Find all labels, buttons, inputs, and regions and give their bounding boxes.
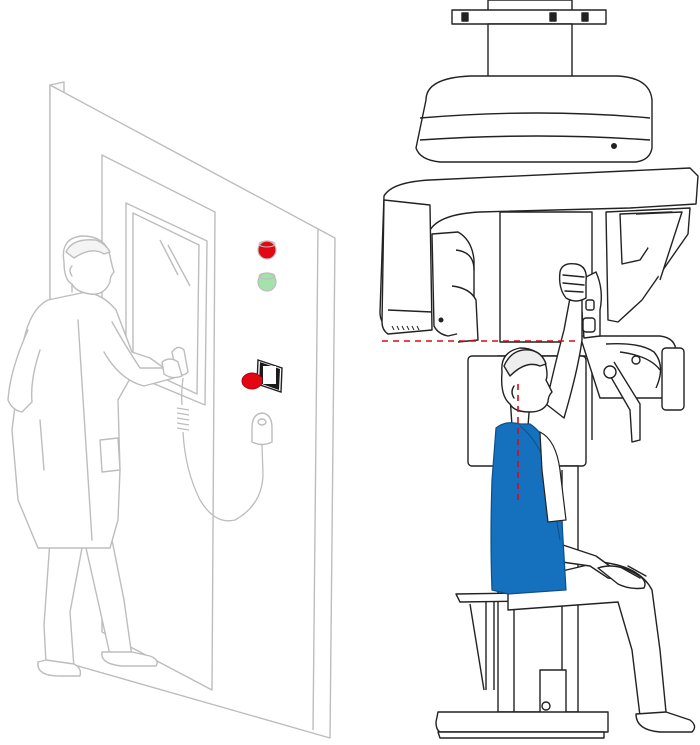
green-indicator-lamp-icon [258, 273, 276, 291]
head-positioner [580, 336, 684, 442]
machine-base [436, 712, 608, 738]
rotating-head-housing [416, 76, 652, 162]
remote-holder-icon [252, 413, 272, 445]
wall-bracket [452, 0, 606, 84]
red-indicator-lamp-icon [258, 241, 276, 259]
